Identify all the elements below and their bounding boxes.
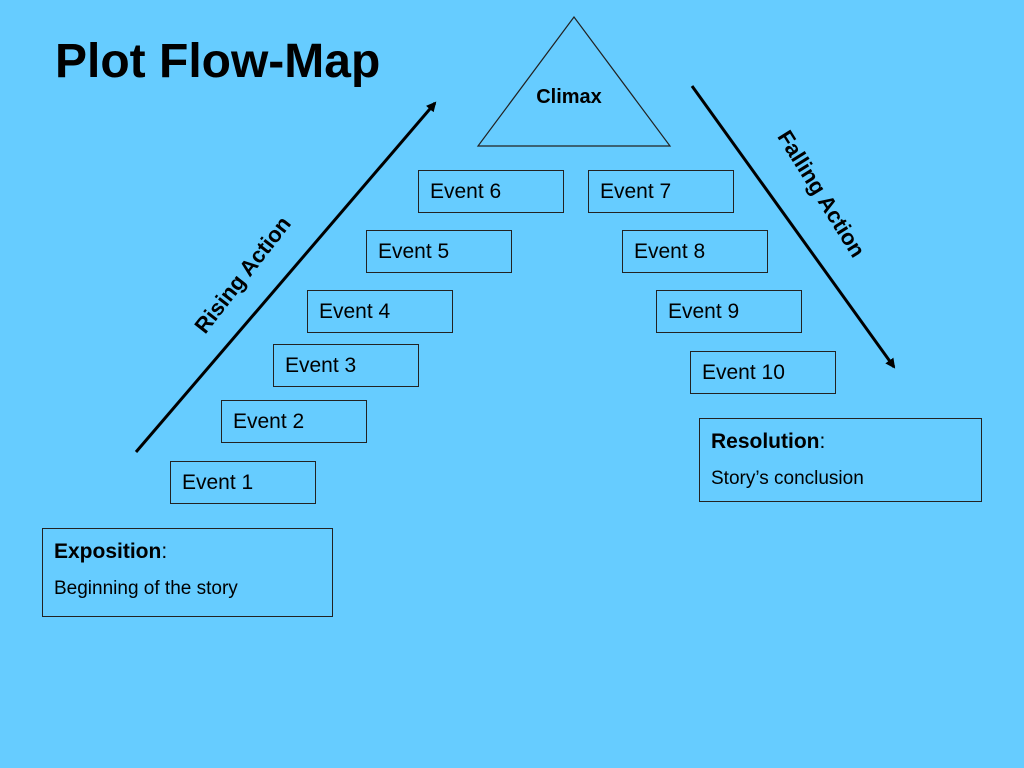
resolution-colon: : (819, 430, 826, 453)
climax-triangle (476, 15, 672, 147)
resolution-heading: Resolution (711, 430, 820, 453)
resolution-box: Resolution: Story’s conclusion (699, 418, 982, 502)
event-3-box: Event 3 (273, 344, 419, 387)
exposition-heading: Exposition (54, 540, 162, 563)
rising-action-arrow (134, 101, 437, 453)
event-4-box: Event 4 (307, 290, 453, 333)
event-5-box: Event 5 (366, 230, 512, 273)
exposition-colon: : (161, 540, 168, 563)
event-9-box: Event 9 (656, 290, 802, 333)
event-7-box: Event 7 (588, 170, 734, 213)
exposition-text: Beginning of the story (54, 578, 238, 599)
climax-label: Climax (536, 86, 602, 108)
resolution-heading-line: Resolution: (711, 430, 981, 454)
event-2-box: Event 2 (221, 400, 367, 443)
event-8-box: Event 8 (622, 230, 768, 273)
exposition-heading-line: Exposition: (54, 540, 332, 564)
falling-action-arrow (690, 85, 896, 369)
resolution-text: Story’s conclusion (711, 468, 864, 489)
page-title: Plot Flow-Map (55, 35, 381, 88)
event-10-box: Event 10 (690, 351, 836, 394)
event-6-box: Event 6 (418, 170, 564, 213)
exposition-box: Exposition: Beginning of the story (42, 528, 333, 617)
event-1-box: Event 1 (170, 461, 316, 504)
